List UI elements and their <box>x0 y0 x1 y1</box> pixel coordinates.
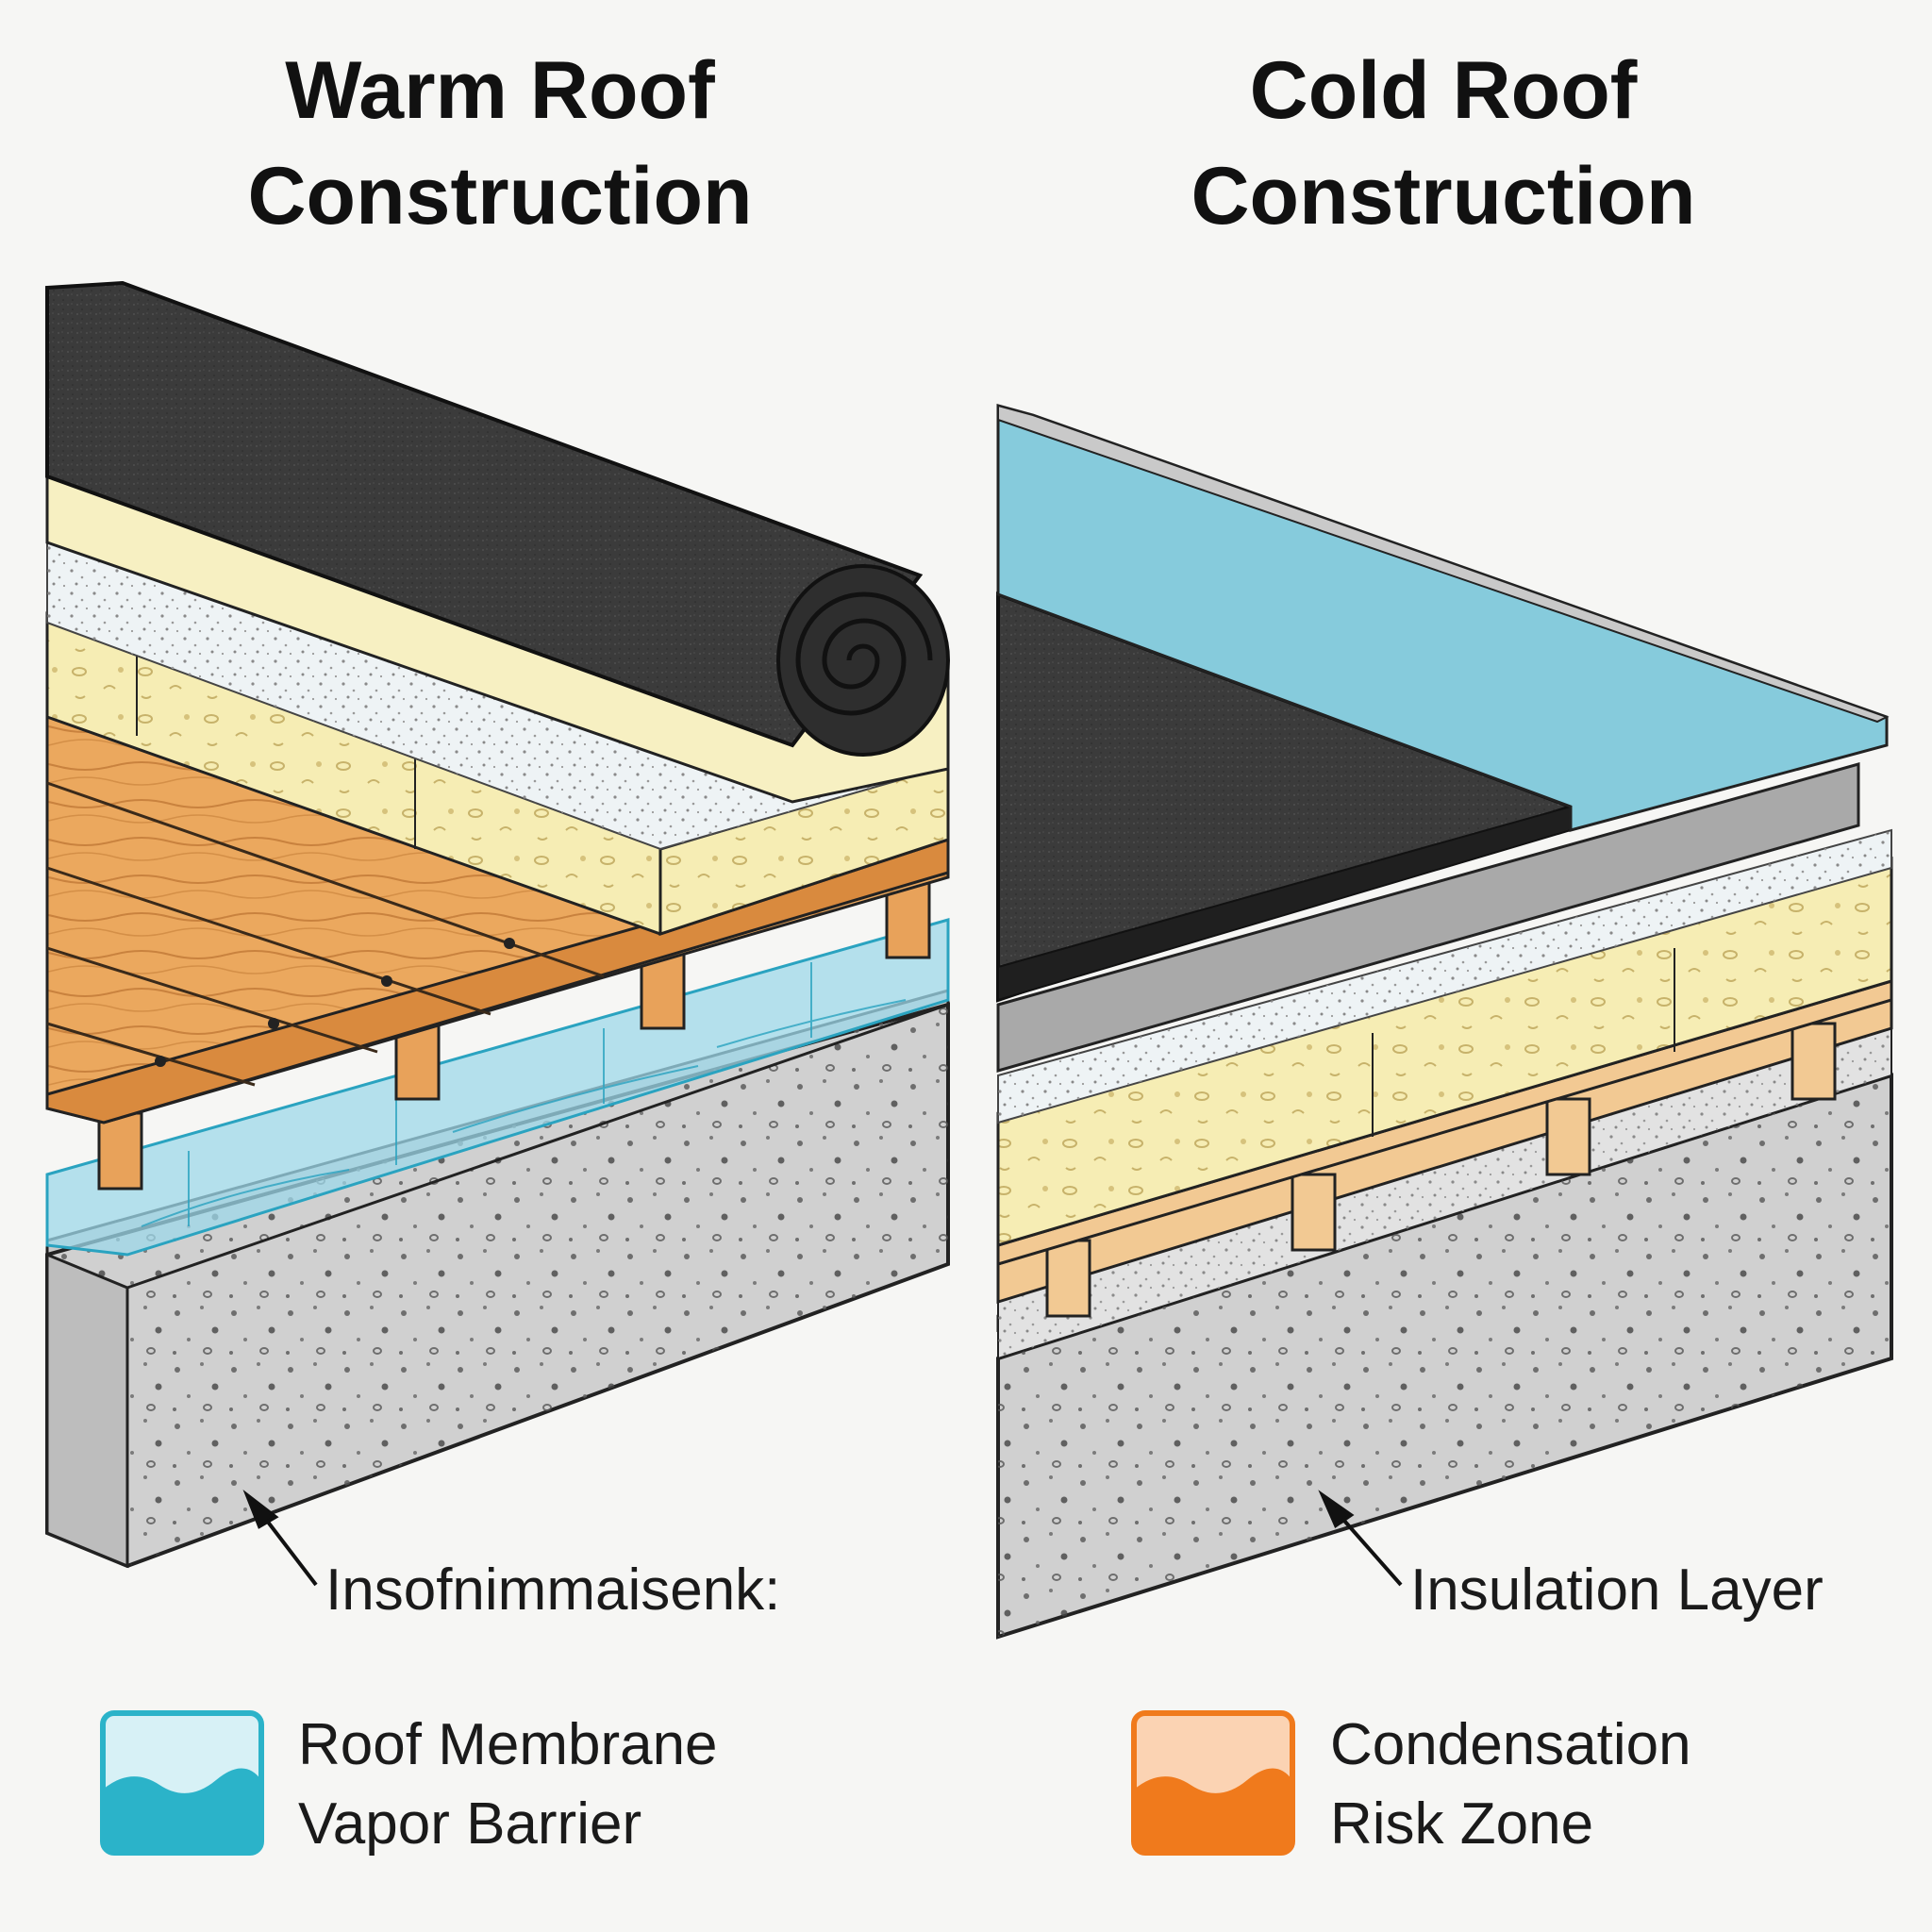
cold-callout-arrow <box>1318 1490 1403 1587</box>
cold-timber-joists <box>996 978 1893 1318</box>
condensation-legend-label: Condensation Risk Zone <box>1330 1706 1691 1864</box>
roof-membrane-legend-label: Roof Membrane Vapor Barrier <box>298 1706 718 1864</box>
warm-roof-section <box>45 280 950 1587</box>
cold-deck-board <box>996 762 1860 1073</box>
legend-condensation-line2: Risk Zone <box>1330 1791 1594 1857</box>
warm-vapor-barrier <box>45 918 950 1257</box>
warm-roof-callout: Insofnimmaisenk: <box>325 1557 781 1623</box>
membrane-roll <box>776 564 950 757</box>
legend-membrane-line2: Vapor Barrier <box>298 1791 642 1857</box>
cold-roof-title-line2: Construction <box>1191 151 1696 242</box>
warm-timber-battens <box>97 880 931 1191</box>
condensation-legend-swatch <box>1131 1710 1295 1856</box>
warm-roof-title-line1: Warm Roof <box>285 45 715 136</box>
roof-membrane-legend-swatch <box>100 1710 264 1856</box>
cold-roof-callout: Insulation Layer <box>1410 1557 1824 1623</box>
cold-roof-title: Cold Roof Construction <box>1085 38 1802 249</box>
legend-membrane-line1: Roof Membrane <box>298 1712 718 1777</box>
cold-roof-section <box>996 404 1893 1640</box>
warm-concrete-slab-end <box>45 1252 129 1569</box>
legend-condensation-line1: Condensation <box>1330 1712 1691 1777</box>
warm-roof-title-line2: Construction <box>247 151 753 242</box>
warm-callout-arrow <box>242 1490 318 1587</box>
warm-roof-title: Warm Roof Construction <box>142 38 858 249</box>
cold-roof-title-line1: Cold Roof <box>1249 45 1638 136</box>
